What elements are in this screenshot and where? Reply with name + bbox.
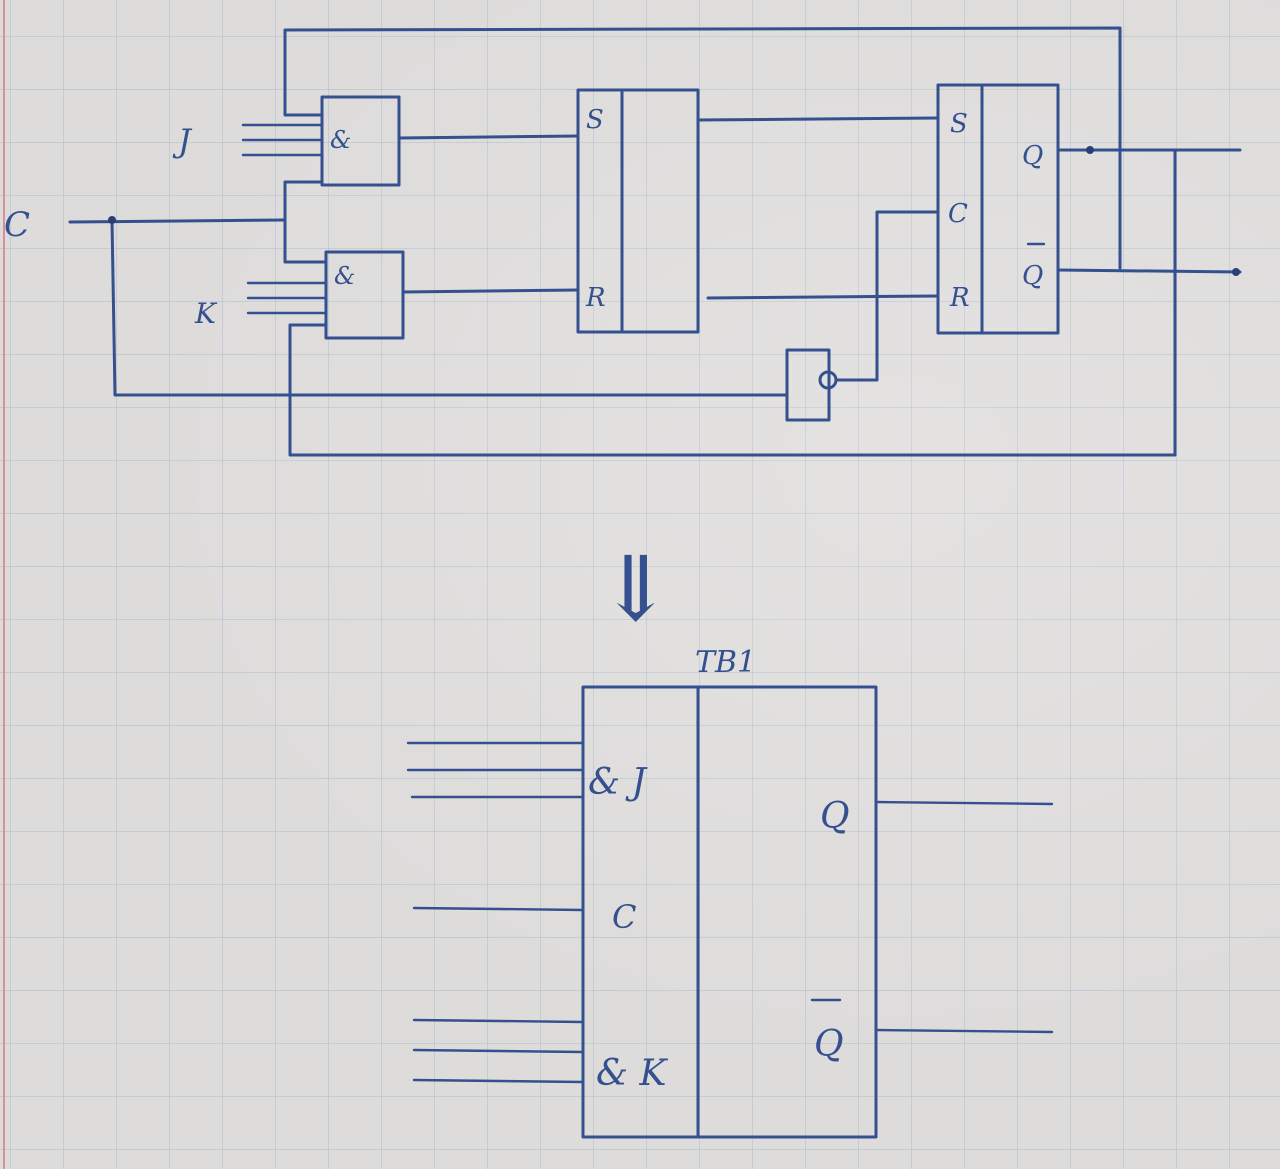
- clock-inverter: [785, 348, 831, 422]
- clock-junction-dot: [108, 216, 116, 224]
- symbol-j-input-lines: [406, 741, 585, 799]
- j-input-lines: [241, 123, 324, 157]
- gate-j-to-master-s: [397, 134, 580, 140]
- master-slave-jk-schematic: J C K & & S R S C R Q Q: [4, 26, 1242, 457]
- master-to-slave-s: [696, 116, 940, 122]
- symbol-q-bar-label: Q: [814, 1024, 844, 1065]
- transform-arrow-icon: ⇓: [598, 537, 673, 642]
- symbol-c-label: C: [612, 898, 636, 936]
- input-k-label: K: [194, 297, 218, 330]
- slave-r-label: R: [949, 283, 970, 313]
- input-c-label: C: [4, 205, 30, 245]
- clock-to-inverter-wire: [110, 218, 789, 397]
- clock-input-wire: [68, 218, 287, 224]
- input-j-label: J: [172, 122, 193, 160]
- output-q-label: Q: [1022, 141, 1043, 171]
- and-gate-j: [320, 95, 401, 187]
- symbol-c-input-line: [412, 906, 585, 912]
- symbol-box: [581, 685, 878, 1139]
- feedback-wire-q-bar: [288, 148, 1177, 457]
- slave-latch-box: [936, 83, 1060, 335]
- and-gate-j-symbol: &: [330, 126, 351, 154]
- feedback-wire-q: [283, 26, 1122, 270]
- q-bar-output-dot: [1232, 268, 1240, 276]
- and-gate-k-symbol: &: [334, 262, 355, 290]
- k-input-lines: [246, 281, 328, 315]
- and-gate-k: [324, 250, 405, 340]
- slave-s-label: S: [950, 109, 968, 139]
- symbol-k-label: & K: [596, 1053, 668, 1094]
- symbol-q-label: Q: [820, 796, 850, 837]
- output-q-bar-wire: [1056, 268, 1242, 274]
- slave-c-label: C: [948, 199, 968, 229]
- q-output-dot: [1086, 146, 1094, 154]
- symbol-j-label: & J: [588, 762, 648, 803]
- inverter-to-slave-c: [834, 210, 940, 382]
- symbol-k-input-lines: [412, 1018, 585, 1084]
- paper-margin-line: [3, 0, 5, 1169]
- clock-to-gates-wire: [283, 180, 328, 264]
- gate-k-to-master-r: [401, 288, 580, 294]
- jk-flip-flop-symbol: TB1 & J C & K Q Q: [406, 645, 1054, 1139]
- master-r-label: R: [585, 283, 606, 313]
- symbol-q-bar-output-line: [874, 1028, 1054, 1034]
- master-latch-box: [576, 88, 700, 334]
- master-s-label: S: [586, 105, 604, 135]
- symbol-title: TB1: [695, 645, 756, 680]
- master-to-slave-r: [706, 294, 940, 300]
- symbol-q-output-line: [874, 800, 1054, 806]
- output-q-bar-label: Q: [1022, 261, 1043, 291]
